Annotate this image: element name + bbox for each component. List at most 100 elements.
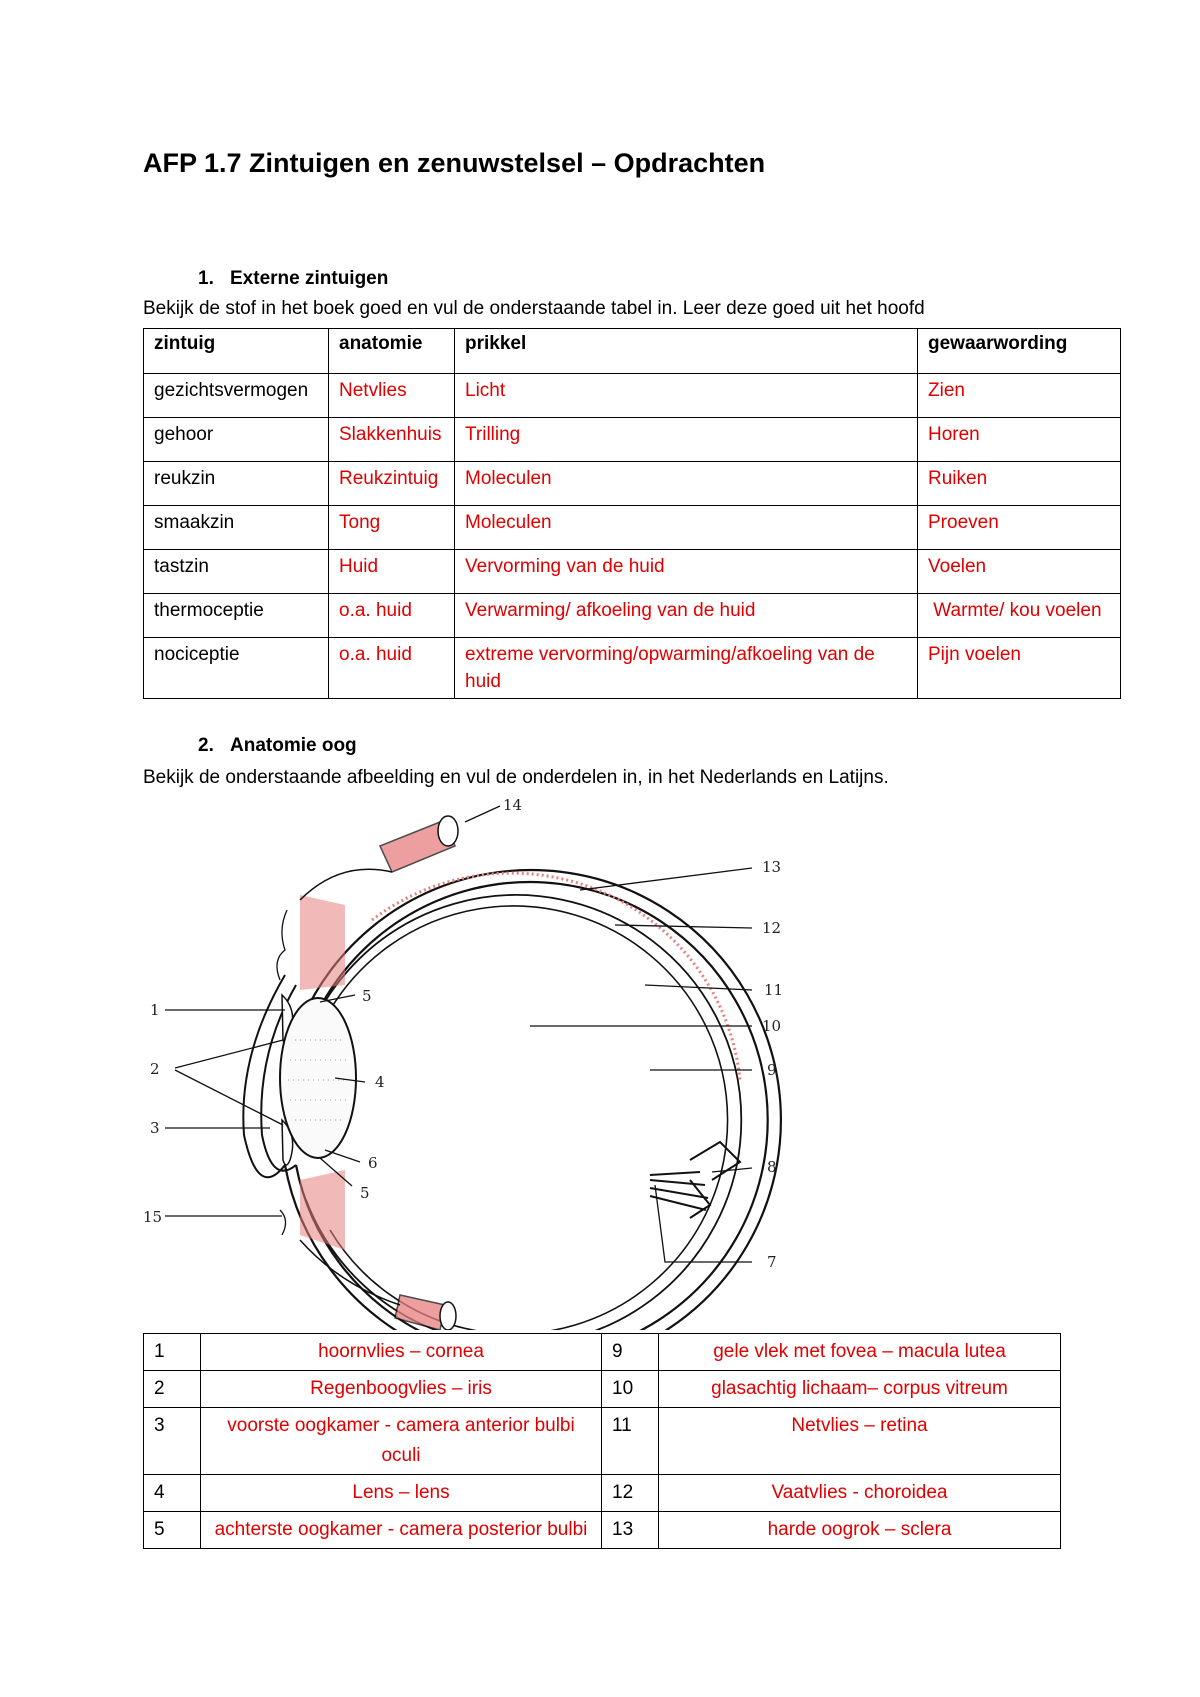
leader-lines [165, 805, 753, 1263]
cell-anatomie: Reukzintuig [328, 461, 455, 506]
table-row: 5 achterste oogkamer - camera posterior … [143, 1511, 1061, 1549]
cell-part: Regenboogvlies – iris [200, 1370, 602, 1408]
cell-gewaarwording: Horen [917, 417, 1121, 462]
diagram-label-12: 12 [762, 919, 781, 937]
cell-part: Netvlies – retina [658, 1407, 1061, 1475]
cell-part: Vaatvlies - choroidea [658, 1474, 1061, 1512]
cell-anatomie: Slakkenhuis [328, 417, 455, 462]
lens [279, 997, 357, 1159]
cell-anatomie: Netvlies [328, 373, 455, 418]
cell-gewaarwording: Pijn voelen [917, 637, 1121, 699]
section-2-number: 2. [198, 735, 214, 756]
table-row: thermoceptie o.a. huid Verwarming/ afkoe… [143, 593, 1121, 638]
eye-muscle-bottom [299, 1239, 457, 1330]
section-1-title: Externe zintuigen [230, 268, 389, 289]
cell-number: 9 [601, 1333, 659, 1371]
optic-nerve [649, 1140, 742, 1219]
diagram-label-8: 8 [767, 1158, 777, 1176]
cell-part: Lens – lens [200, 1474, 602, 1512]
eye-parts-table: 1 hoornvlies – cornea 9 gele vlek met fo… [143, 1333, 1061, 1549]
cell-zintuig: gezichtsvermogen [143, 373, 329, 418]
cell-prikkel: Moleculen [454, 505, 918, 550]
section-2-intro: Bekijk de onderstaande afbeelding en vul… [143, 767, 889, 788]
cell-prikkel: Licht [454, 373, 918, 418]
cell-part: glasachtig lichaam– corpus vitreum [658, 1370, 1061, 1408]
cell-part: harde oogrok – sclera [658, 1511, 1061, 1549]
table-row: reukzin Reukzintuig Moleculen Ruiken [143, 461, 1121, 506]
cell-zintuig: thermoceptie [143, 593, 329, 638]
cell-number: 2 [143, 1370, 201, 1408]
cell-zintuig: gehoor [143, 417, 329, 462]
page-title: AFP 1.7 Zintuigen en zenuwstelsel – Opdr… [143, 148, 766, 178]
diagram-label-9: 9 [767, 1061, 777, 1079]
cell-gewaarwording: Warmte/ kou voelen [917, 593, 1121, 638]
cell-anatomie: Huid [328, 549, 455, 594]
choroid-layer [305, 871, 743, 1330]
cell-prikkel: extreme vervorming/opwarming/afkoeling v… [454, 637, 918, 699]
table-row: smaakzin Tong Moleculen Proeven [143, 505, 1121, 550]
cell-part: achterste oogkamer - camera posterior bu… [200, 1511, 602, 1549]
diagram-label-6: 6 [368, 1154, 378, 1172]
cell-number: 1 [143, 1333, 201, 1371]
col-prikkel: prikkel [454, 328, 918, 374]
cell-gewaarwording: Proeven [917, 505, 1121, 550]
table-row: gezichtsvermogen Netvlies Licht Zien [143, 373, 1121, 418]
eye-muscle-top [299, 815, 459, 901]
senses-table: zintuig anatomie prikkel gewaarwording g… [143, 328, 1121, 699]
diagram-label-7: 7 [767, 1253, 777, 1271]
cell-number: 13 [601, 1511, 659, 1549]
table-row: 1 hoornvlies – cornea 9 gele vlek met fo… [143, 1333, 1061, 1371]
section-1-heading: 1. Externe zintuigen [198, 268, 389, 290]
cell-number: 3 [143, 1407, 201, 1475]
cell-number: 11 [601, 1407, 659, 1475]
cell-gewaarwording: Ruiken [917, 461, 1121, 506]
table-row: tastzin Huid Vervorming van de huid Voel… [143, 549, 1121, 594]
col-zintuig: zintuig [143, 328, 329, 374]
section-2-heading: 2. Anatomie oog [198, 735, 357, 757]
lens-texture [288, 1039, 352, 1121]
table-row: 3 voorste oogkamer - camera anterior bul… [143, 1407, 1061, 1475]
ciliary-muscle-upper [300, 895, 345, 990]
cell-prikkel: Verwarming/ afkoeling van de huid [454, 593, 918, 638]
cell-anatomie: Tong [328, 505, 455, 550]
diagram-label-3: 3 [150, 1119, 160, 1137]
eyelid-skin [276, 909, 288, 1236]
section-1-number: 1. [198, 268, 214, 289]
cell-zintuig: nociceptie [143, 637, 329, 699]
cornea [242, 974, 297, 1178]
eye-anatomy-diagram: 1 2 3 4 5 5 6 7 8 9 10 11 12 13 14 15 [143, 796, 783, 1330]
cell-prikkel: Vervorming van de huid [454, 549, 918, 594]
diagram-label-1: 1 [150, 1001, 160, 1019]
diagram-label-4: 4 [375, 1073, 385, 1091]
diagram-labels: 1 2 3 4 5 5 6 7 8 9 10 11 12 13 14 15 [143, 796, 783, 1271]
cell-number: 10 [601, 1370, 659, 1408]
diagram-label-2: 2 [150, 1060, 160, 1078]
cell-prikkel: Trilling [454, 417, 918, 462]
diagram-label-11: 11 [764, 981, 783, 999]
cell-zintuig: smaakzin [143, 505, 329, 550]
retina-layer [329, 905, 729, 1330]
col-anatomie: anatomie [328, 328, 455, 374]
table-row: gehoor Slakkenhuis Trilling Horen [143, 417, 1121, 462]
table-header-row: zintuig anatomie prikkel gewaarwording [143, 328, 1121, 374]
section-1-intro: Bekijk de stof in het boek goed en vul d… [143, 298, 925, 319]
cell-part: hoornvlies – cornea [200, 1333, 602, 1371]
diagram-label-15: 15 [143, 1208, 162, 1226]
cell-gewaarwording: Zien [917, 373, 1121, 418]
table-row: 2 Regenboogvlies – iris 10 glasachtig li… [143, 1370, 1061, 1408]
diagram-label-10: 10 [762, 1017, 781, 1035]
table-row: 4 Lens – lens 12 Vaatvlies - choroidea [143, 1474, 1061, 1512]
cell-anatomie: o.a. huid [328, 593, 455, 638]
cell-number: 4 [143, 1474, 201, 1512]
cell-number: 12 [601, 1474, 659, 1512]
diagram-label-5-lower: 5 [360, 1184, 370, 1202]
cell-zintuig: reukzin [143, 461, 329, 506]
cell-prikkel: Moleculen [454, 461, 918, 506]
cell-part: voorste oogkamer - camera anterior bulbi… [200, 1407, 602, 1475]
cell-number: 5 [143, 1511, 201, 1549]
ciliary-muscle-lower [300, 1170, 345, 1250]
cell-part: gele vlek met fovea – macula lutea [658, 1333, 1061, 1371]
col-gewaarwording: gewaarwording [917, 328, 1121, 374]
diagram-label-5-upper: 5 [362, 987, 372, 1005]
section-2-title: Anatomie oog [230, 735, 357, 756]
